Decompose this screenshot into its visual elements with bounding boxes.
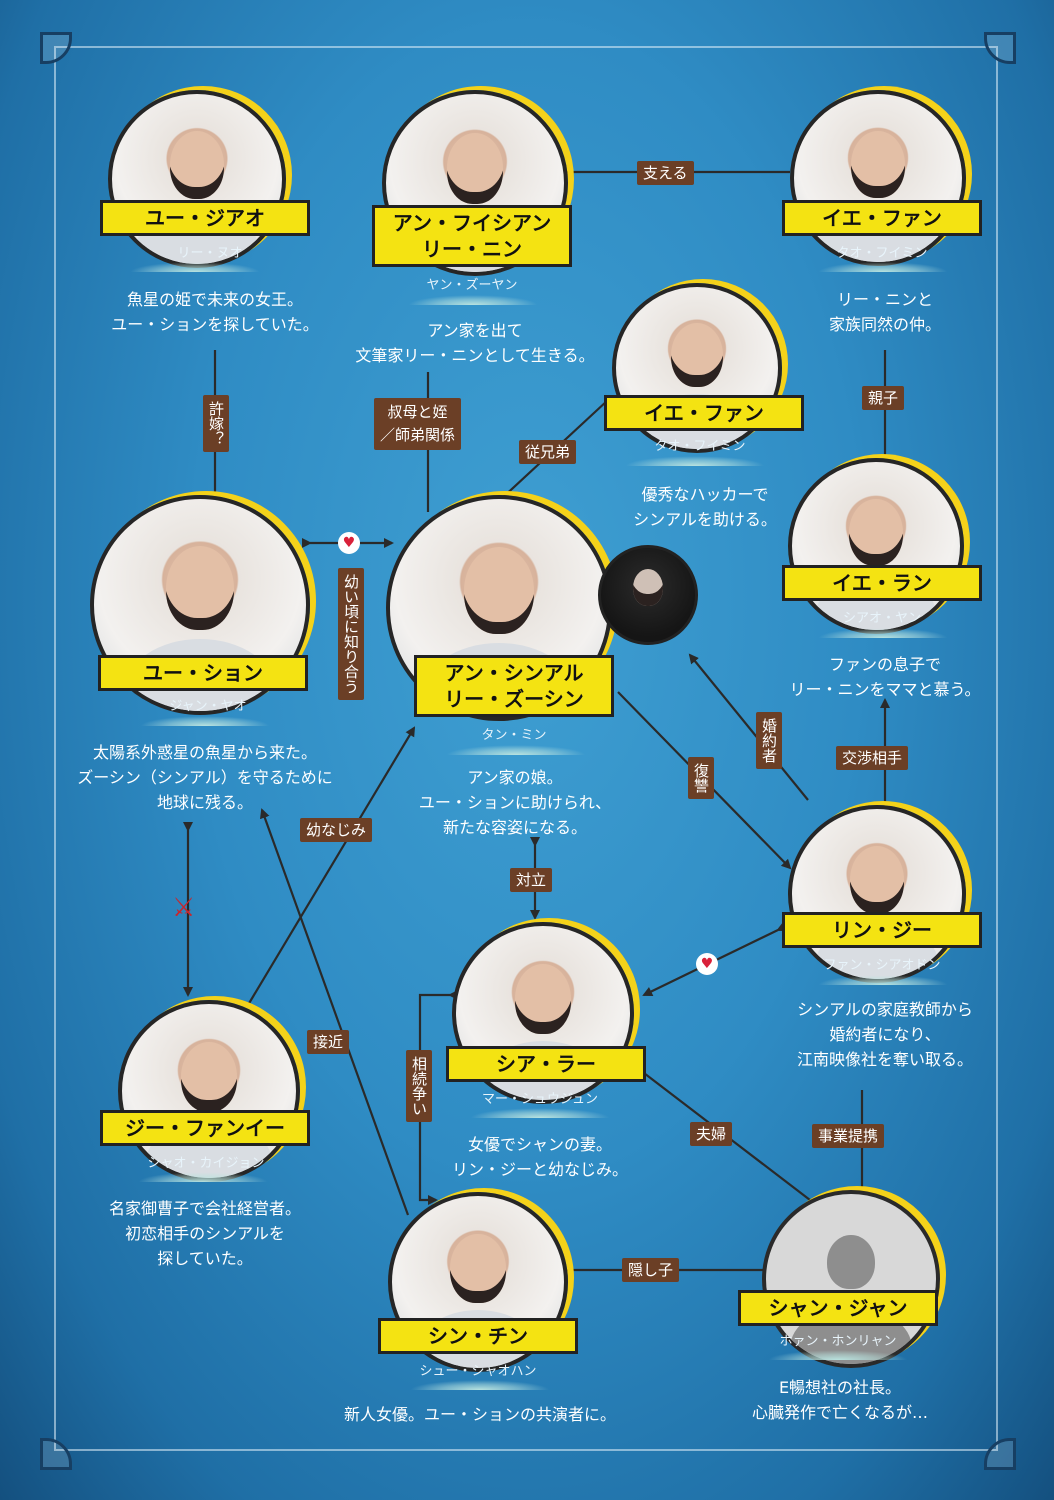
nameplate-ye-fang-hacker: イエ・ファン bbox=[604, 395, 804, 431]
nameplate-yu-xiong: ユー・ション bbox=[98, 655, 308, 691]
relation-label-aunt: 叔母と姪／師弟関係 bbox=[374, 398, 462, 450]
relation-label-negotiate: 交渉相手 bbox=[836, 746, 909, 770]
desc-ye-fang-mother: リー・ニンと家族同然の仲。 bbox=[828, 290, 941, 334]
relation-label-couple: 夫婦 bbox=[690, 1122, 733, 1146]
wave-divider bbox=[818, 628, 948, 638]
line-engaged bbox=[688, 653, 809, 801]
relation-label-business: 事業提携 bbox=[812, 1124, 885, 1148]
relation-label-oppose: 対立 bbox=[510, 868, 553, 892]
portrait-ye-fang-mother bbox=[790, 90, 966, 266]
line-approach bbox=[260, 808, 410, 1216]
actor-shan-jian: ホァン・ホンリャン bbox=[779, 1334, 897, 1349]
actor-ye-fang-mother: タオ・フイミン bbox=[836, 246, 928, 261]
heart-icon: ♥ bbox=[338, 532, 360, 554]
wave-divider bbox=[818, 262, 948, 272]
wave-divider bbox=[140, 716, 270, 726]
relation-label-parent: 親子 bbox=[862, 386, 905, 410]
desc-ji-fanyi: 名家御曹子で会社経営者。初恋相手のシンアルを探していた。 bbox=[108, 1199, 301, 1268]
actor-ye-fang-hacker: タオ・フイミン bbox=[654, 439, 746, 454]
relation-label-approach: 接近 bbox=[307, 1030, 350, 1054]
wave-divider bbox=[408, 295, 538, 305]
wave-divider bbox=[410, 1380, 550, 1390]
nameplate-yu-jiao: ユー・ジアオ bbox=[100, 200, 310, 236]
person-silhouette-icon bbox=[827, 1234, 875, 1290]
wave-divider bbox=[446, 745, 586, 755]
portrait-ji-fanyi bbox=[118, 1000, 300, 1182]
desc-yu-jiao: 魚星の姫で未来の女王。ユー・ションを探していた。 bbox=[111, 290, 319, 334]
actor-yu-jiao: リー・ヌオ bbox=[177, 246, 243, 261]
actor-lin-ji: ファン・シアオドン bbox=[823, 958, 941, 973]
actor-xia-la: マー・シュウジュン bbox=[481, 1092, 599, 1107]
wave-divider bbox=[625, 456, 765, 466]
relation-label-inheritance: 相続争い bbox=[406, 1050, 432, 1122]
desc-xia-la: 女優でシャンの妻。リン・ジーと幼なじみ。 bbox=[451, 1135, 628, 1179]
desc-ye-lan: ファンの息子でリー・ニンをママと慕う。 bbox=[789, 655, 981, 699]
relation-label-hidden-child: 隠し子 bbox=[622, 1258, 680, 1282]
relation-label-cousin: 従兄弟 bbox=[519, 440, 577, 464]
nameplate-xia-la: シア・ラー bbox=[446, 1046, 646, 1082]
portrait-lin-ji bbox=[788, 805, 966, 983]
actor-an-xiner: タン・ミン bbox=[481, 728, 547, 743]
desc-yu-xiong: 太陽系外惑星の魚星から来た。ズーシン（シンアル）を守るために地球に残る。 bbox=[77, 743, 333, 812]
portrait-an-xiner-veiled bbox=[598, 545, 698, 645]
desc-shan-jian: E暢想社の社長。心臓発作で亡くなるが… bbox=[751, 1378, 928, 1422]
nameplate-an-xiner: アン・シンアルリー・ズーシン bbox=[414, 655, 614, 717]
wave-divider bbox=[470, 1108, 610, 1118]
nameplate-shan-jian: シャン・ジャン bbox=[738, 1290, 938, 1326]
relation-label-support: 支える bbox=[637, 161, 694, 185]
portrait-shan-jian bbox=[762, 1190, 940, 1368]
actor-yu-xiong: ジャン・ヤオ bbox=[169, 699, 247, 714]
nameplate-ye-fang-mother: イエ・ファン bbox=[782, 200, 982, 236]
nameplate-lin-ji: リン・ジー bbox=[782, 912, 982, 948]
relation-label-childhood-friend: 幼なじみ bbox=[300, 818, 373, 842]
desc-an-xiner: アン家の娘。ユー・ションに助けられ、新たな容姿になる。 bbox=[418, 768, 612, 837]
actor-xin-qin: シュー・シャオハン bbox=[419, 1364, 537, 1379]
desc-lin-ji: シンアルの家庭教師から婚約者になり、江南映像社を奪い取る。 bbox=[796, 1000, 973, 1069]
wave-divider bbox=[818, 975, 948, 985]
portrait-yu-jiao bbox=[108, 90, 286, 268]
desc-ye-fang-hacker: 優秀なハッカーでシンアルを助ける。 bbox=[633, 485, 777, 529]
heart-icon: ♥ bbox=[696, 953, 718, 975]
crossed-swords-icon: ⚔ bbox=[172, 893, 196, 923]
nameplate-ye-lan: イエ・ラン bbox=[782, 565, 982, 601]
desc-an-feixian: アン家を出て文筆家リー・ニンとして生きる。 bbox=[355, 321, 595, 365]
actor-ye-lan: シアオ・ヤン bbox=[842, 611, 921, 626]
actor-ji-fanyi: シャオ・カイジョン bbox=[147, 1156, 265, 1171]
nameplate-ji-fanyi: ジー・ファンイー bbox=[100, 1110, 310, 1146]
relation-label-fiance: 許嫁？ bbox=[203, 395, 229, 452]
relation-label-engaged: 婚約者 bbox=[756, 712, 782, 769]
line-childhood-friend bbox=[247, 726, 416, 1006]
nameplate-xin-qin: シン・チン bbox=[378, 1318, 578, 1354]
relation-label-revenge: 復讐 bbox=[688, 757, 714, 799]
actor-an-feixian: ヤン・ズーヤン bbox=[426, 278, 518, 293]
wave-divider bbox=[130, 262, 260, 272]
nameplate-an-feixian: アン・フイシアンリー・ニン bbox=[372, 205, 572, 267]
wave-divider bbox=[138, 1172, 268, 1182]
frame-border bbox=[54, 46, 998, 1451]
relation-label-childhood-meet: 幼い頃に知り合う bbox=[338, 568, 364, 700]
wave-divider bbox=[768, 1350, 908, 1360]
desc-xin-qin: 新人女優。ユー・ションの共演者に。 bbox=[343, 1405, 616, 1424]
